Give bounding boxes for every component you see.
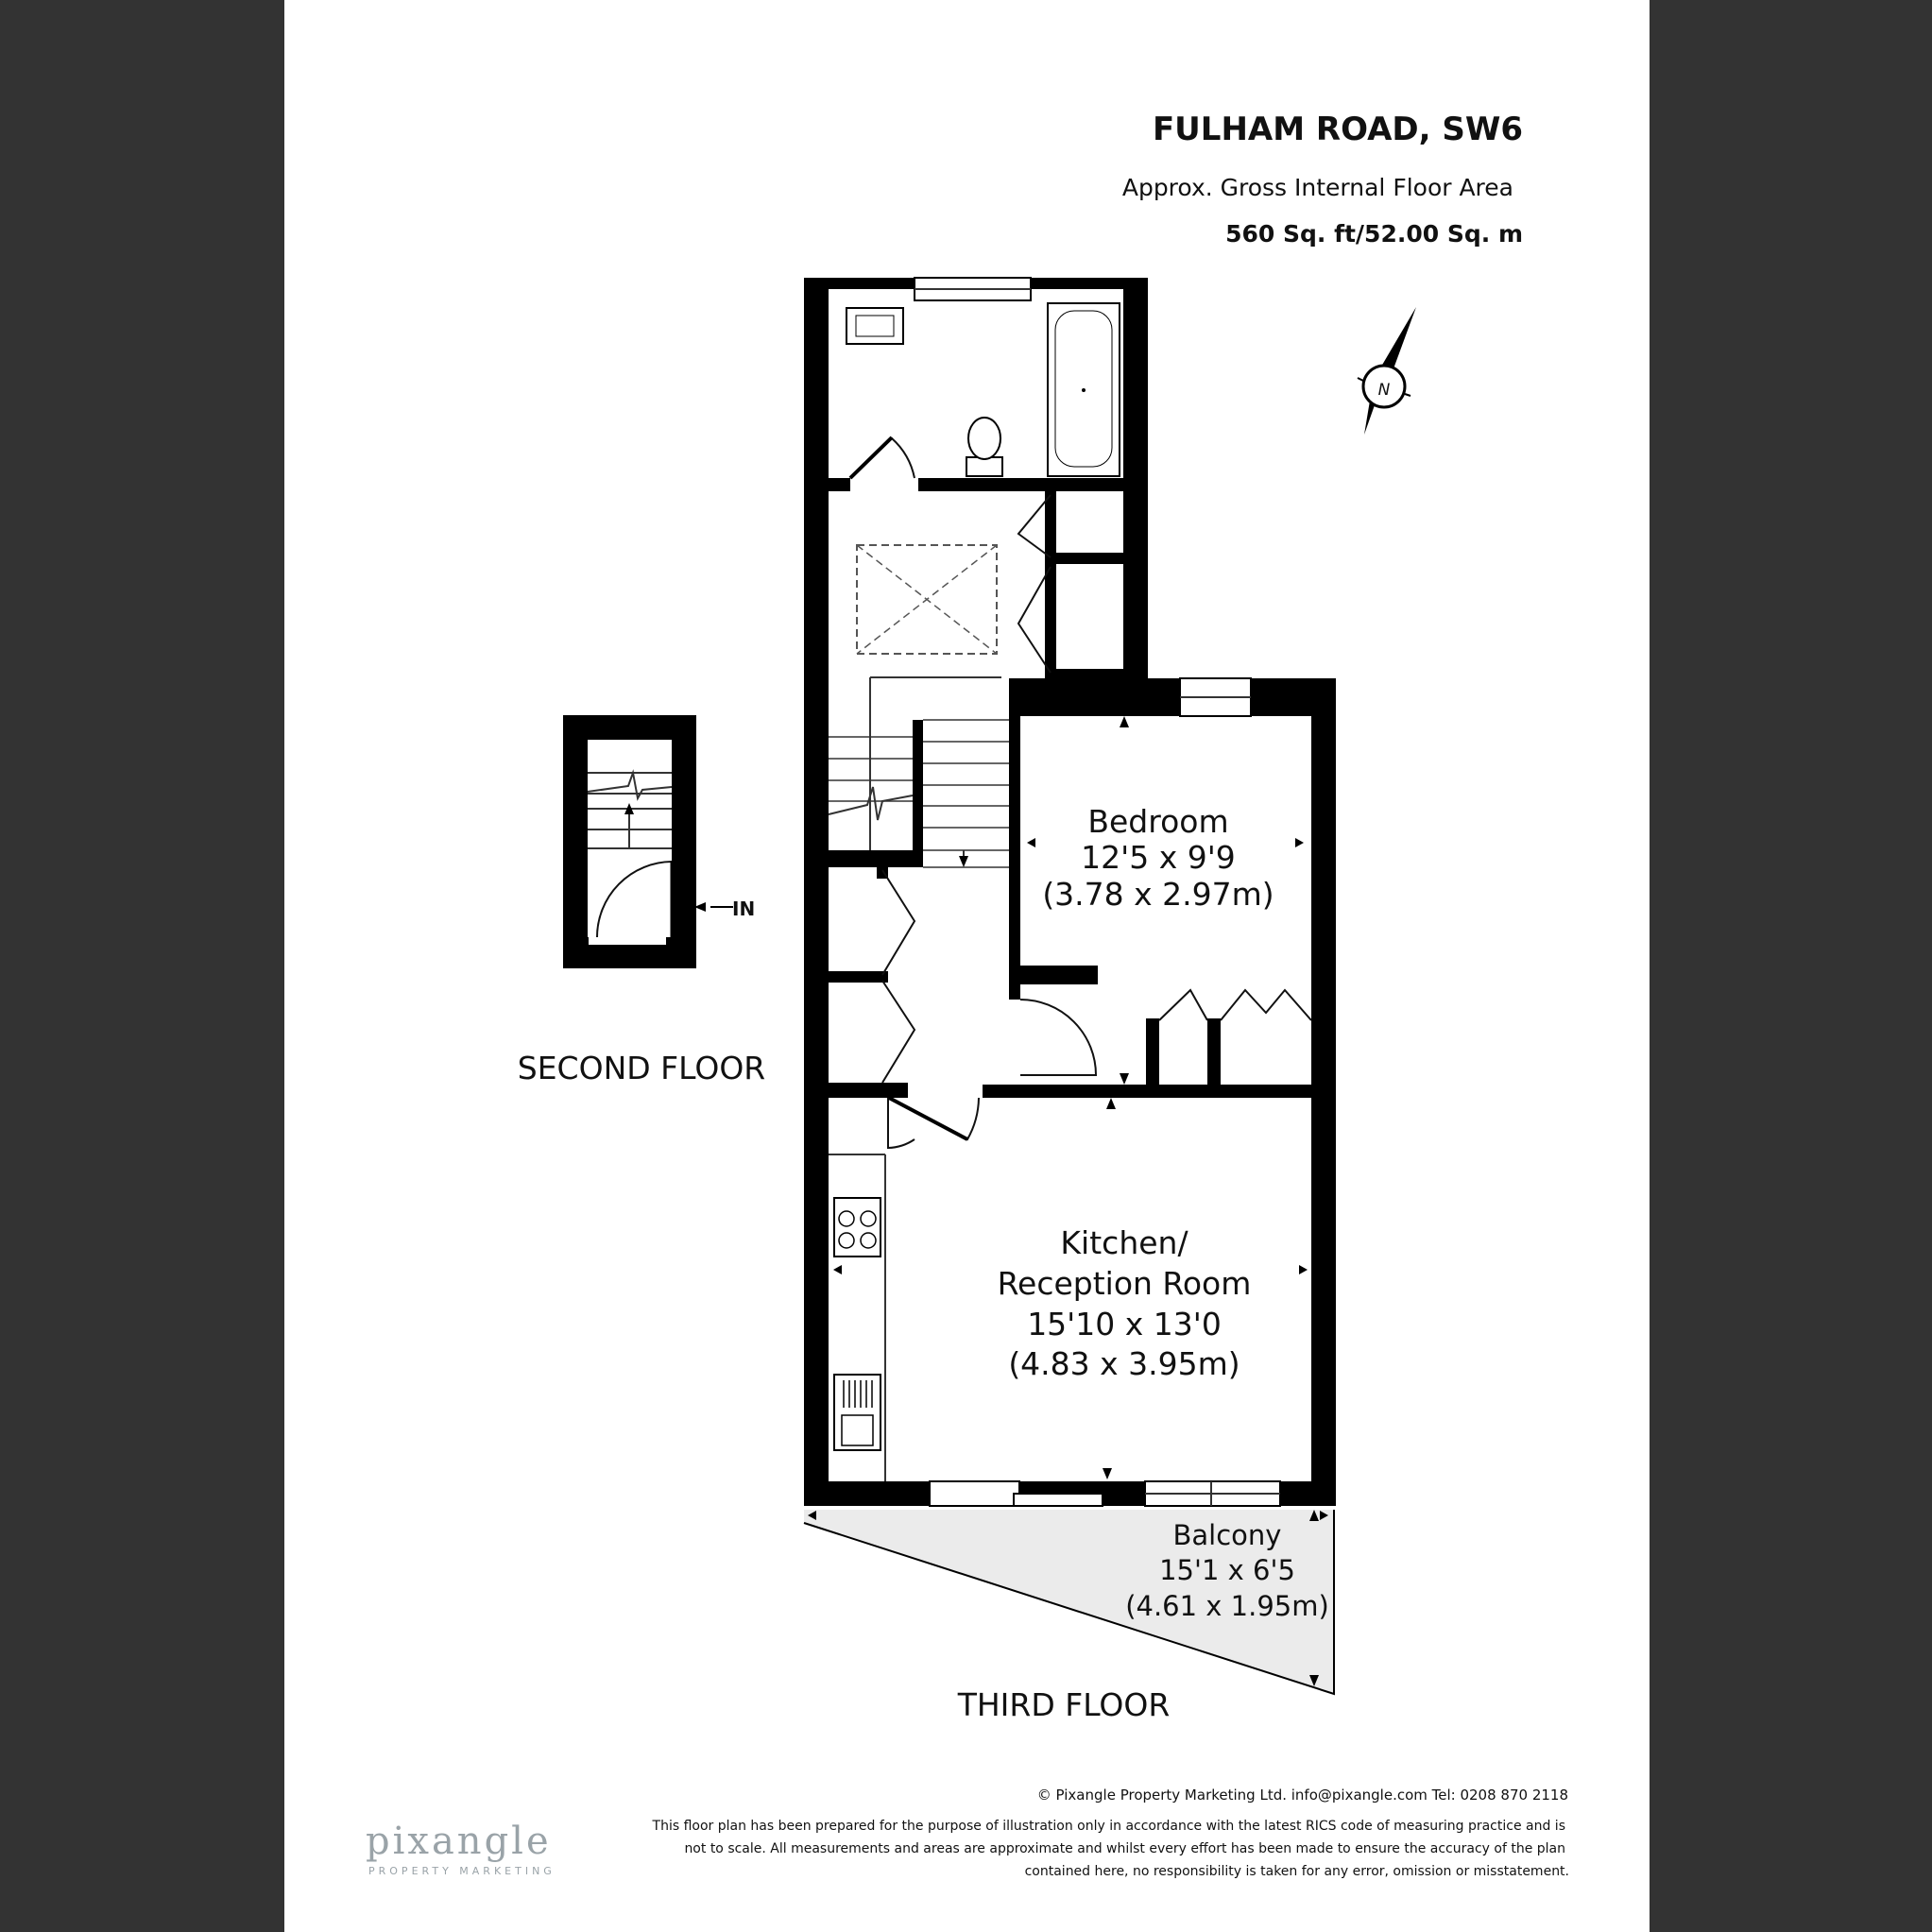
- disclaimer-line-1: This floor plan has been prepared for th…: [652, 1819, 1565, 1834]
- kitchen-name-line2: Reception Room: [998, 1265, 1252, 1302]
- kitchen-name-line1: Kitchen/: [1060, 1224, 1188, 1261]
- balcony-imperial: 15'1 x 6'5: [1159, 1554, 1295, 1586]
- area-caption: Approx. Gross Internal Floor Area: [1122, 174, 1513, 201]
- balcony-metric: (4.61 x 1.95m): [1125, 1590, 1329, 1622]
- copyright-line: © Pixangle Property Marketing Ltd. info@…: [1037, 1787, 1568, 1804]
- disclaimer-line-2: not to scale. All measurements and areas…: [684, 1841, 1565, 1856]
- entrance-label: IN: [732, 898, 755, 920]
- third-floor-label: THIRD FLOOR: [957, 1686, 1171, 1723]
- property-title: FULHAM ROAD, SW6: [1153, 111, 1523, 148]
- second-floor-label: SECOND FLOOR: [518, 1050, 765, 1086]
- kitchen-imperial: 15'10 x 13'0: [1027, 1306, 1222, 1342]
- brand-tagline: PROPERTY MARKETING: [368, 1865, 556, 1877]
- bedroom-metric: (3.78 x 2.97m): [1042, 876, 1274, 913]
- kitchen-label: Kitchen/ Reception Room 15'10 x 13'0 (4.…: [998, 1224, 1252, 1382]
- balcony-name: Balcony: [1173, 1519, 1282, 1551]
- compass-icon: N: [1357, 307, 1416, 435]
- total-area: 560 Sq. ft/52.00 Sq. m: [1225, 220, 1523, 248]
- floor-plan-sheet: [284, 0, 1650, 1932]
- bedroom-label: Bedroom 12'5 x 9'9 (3.78 x 2.97m): [1042, 803, 1274, 913]
- bedroom-name: Bedroom: [1087, 803, 1228, 840]
- kitchen-metric: (4.83 x 3.95m): [1008, 1345, 1240, 1382]
- pixangle-logo: pixangle PROPERTY MARKETING: [366, 1820, 556, 1877]
- balcony-label: Balcony 15'1 x 6'5 (4.61 x 1.95m): [1125, 1519, 1329, 1622]
- compass-north-label: N: [1378, 381, 1391, 400]
- balcony-area: [804, 1510, 1334, 1694]
- second-floor-lobby: IN: [563, 715, 755, 968]
- disclaimer-line-3: contained here, no responsibility is tak…: [1025, 1864, 1569, 1879]
- third-floor-flat: [804, 277, 1336, 1686]
- brand-wordmark: pixangle: [366, 1820, 552, 1863]
- bedroom-imperial: 12'5 x 9'9: [1081, 839, 1236, 876]
